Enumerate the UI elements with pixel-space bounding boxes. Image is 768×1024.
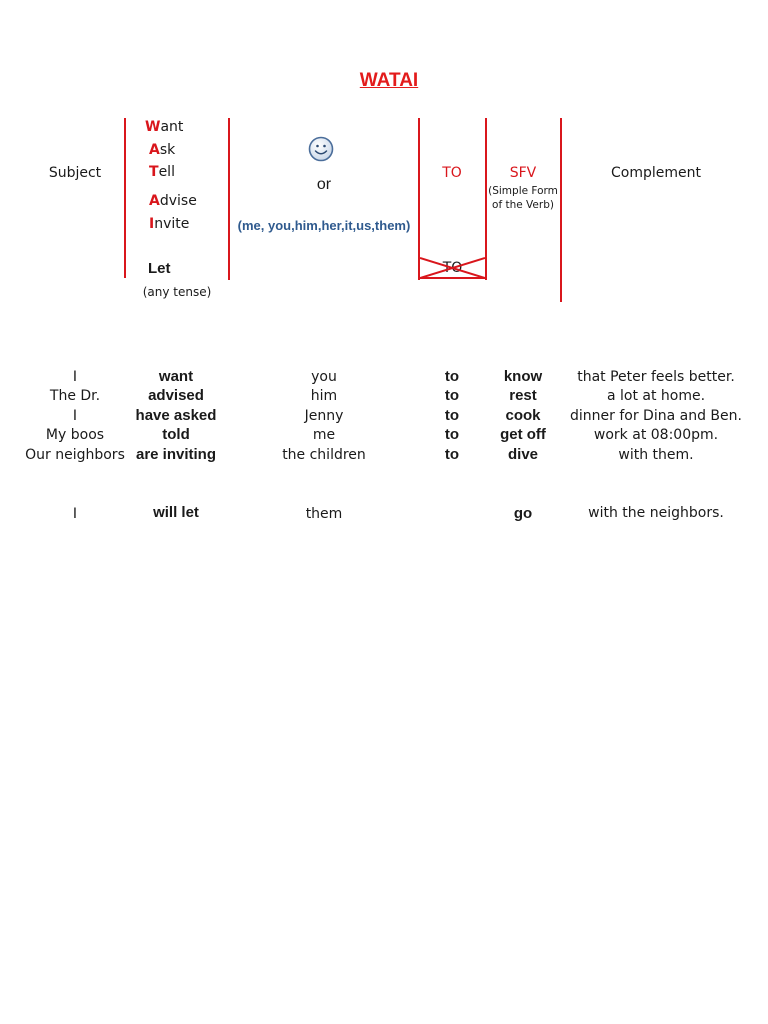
example-sfv: know [503, 368, 543, 385]
smiley-face-icon [308, 136, 334, 162]
example-object: the children [282, 447, 366, 463]
example-to: to [444, 387, 460, 404]
example-complement: a lot at home. [606, 388, 706, 404]
any-tense-note: (any tense) [142, 285, 212, 299]
example-verb: have asked [135, 407, 217, 424]
sfv-note-line1: (Simple Form [488, 185, 558, 197]
verb-initial: T [149, 164, 159, 180]
example-subject: I [72, 408, 78, 424]
let-example-complement: with the neighbors. [588, 505, 724, 521]
example-subject: I [72, 369, 78, 385]
verb-rest: ell [158, 164, 175, 180]
example-verb: want [158, 368, 194, 385]
let-example-verb: will let [153, 504, 199, 521]
let-example-subject: I [72, 506, 78, 522]
verb-initial: I [149, 216, 155, 232]
pronoun-list: (me, you,him,her,it,us,them) [237, 218, 411, 233]
example-verb: told [162, 426, 190, 443]
example-to: to [444, 446, 460, 463]
example-object: him [310, 388, 338, 404]
divider-line [418, 118, 420, 280]
let-example-object: them [305, 506, 343, 522]
example-complement: with them. [618, 447, 694, 463]
example-complement: that Peter feels better. [577, 369, 735, 385]
verb-ask: Ask [149, 142, 175, 158]
example-sfv: rest [509, 387, 537, 404]
verb-let: Let [148, 260, 171, 277]
example-sfv: get off [500, 426, 546, 443]
header-complement: Complement [611, 165, 701, 181]
example-subject: Our neighbors [25, 447, 125, 463]
example-subject: My boos [45, 427, 105, 443]
sfv-note-line2: of the Verb) [492, 199, 554, 211]
verb-invite: Invite [149, 216, 189, 232]
divider-line [560, 118, 562, 302]
verb-advise: Advise [149, 193, 197, 209]
crossed-to: TO [420, 256, 485, 280]
example-verb: advised [148, 387, 204, 404]
header-subject: Subject [48, 165, 102, 181]
example-to: to [444, 407, 460, 424]
verb-rest: sk [159, 142, 176, 158]
example-object: Jenny [304, 408, 344, 424]
verb-rest: dvise [159, 193, 197, 209]
example-sfv: dive [507, 446, 538, 463]
divider-line [228, 118, 230, 280]
example-to: to [444, 368, 460, 385]
divider-line [485, 118, 487, 280]
example-complement: work at 08:00pm. [593, 427, 719, 443]
verb-initial: A [149, 142, 160, 158]
let-example-sfv: go [513, 505, 533, 522]
example-object: you [311, 369, 337, 385]
divider-line [124, 118, 126, 278]
header-sfv: SFV [509, 165, 537, 181]
or-label: or [316, 176, 332, 193]
example-sfv: cook [505, 407, 541, 424]
verb-tell: Tell [149, 164, 175, 180]
verb-initial: W [145, 119, 161, 135]
verb-initial: A [149, 193, 160, 209]
example-verb: are inviting [135, 446, 217, 463]
example-object: me [312, 427, 336, 443]
verb-want: Want [145, 119, 183, 135]
verb-rest: nvite [154, 216, 190, 232]
page-title: WATAI [359, 70, 419, 91]
example-to: to [444, 426, 460, 443]
example-complement: dinner for Dina and Ben. [570, 408, 742, 424]
example-subject: The Dr. [49, 388, 101, 404]
verb-rest: ant [160, 119, 184, 135]
header-to: TO [442, 165, 462, 181]
cross-out-icon [420, 257, 485, 279]
